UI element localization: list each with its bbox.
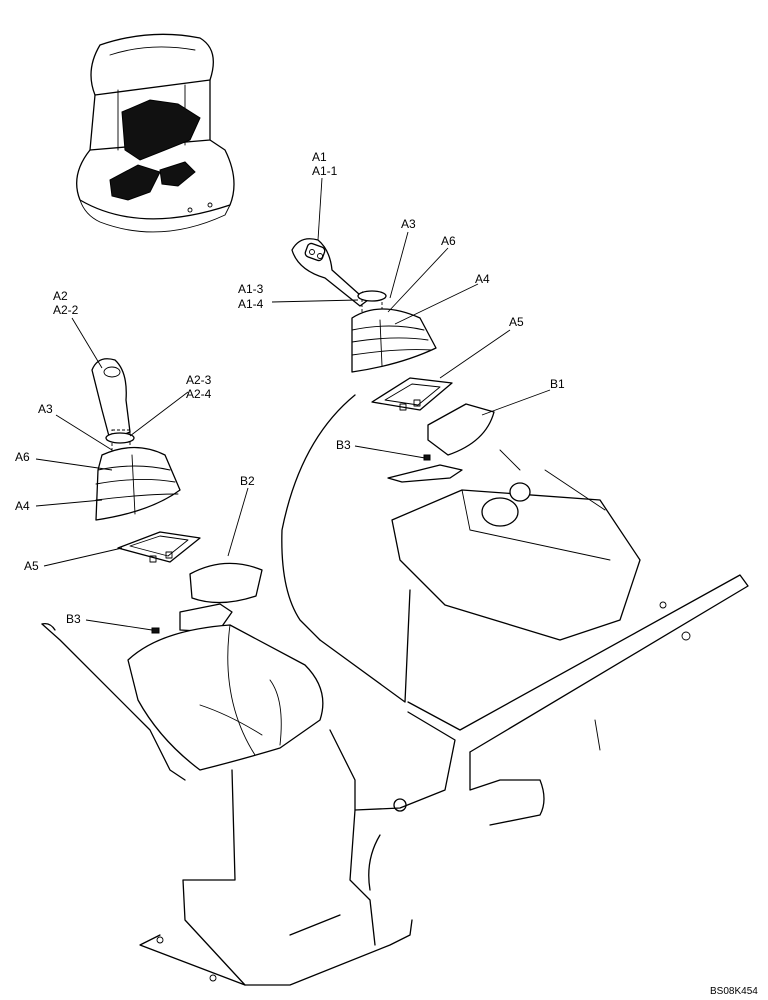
label-b2: B2 [240,474,255,488]
left-boot-plate [117,531,201,563]
label-a5-right: A5 [509,315,524,329]
left-joystick-grip [91,358,131,441]
label-a4-left: A4 [15,499,30,513]
label-a5-left: A5 [24,559,39,573]
label-a1-3: A1-3 [238,282,264,296]
left-fastener-b3 [151,627,160,634]
label-a1-4: A1-4 [238,297,264,311]
left-armrest-pad [189,562,263,604]
label-a6-left: A6 [15,450,30,464]
label-a2-2: A2-2 [53,303,79,317]
label-a2-4: A2-4 [186,387,212,401]
right-armrest-pad [427,403,495,456]
label-a6-right: A6 [441,234,456,248]
right-boot-plate [371,377,453,411]
right-lever-boot [351,308,437,373]
left-joystick-assembly [91,358,201,563]
label-a3-left: A3 [38,402,53,416]
cab-frame [139,574,749,986]
label-a3-right: A3 [401,217,416,231]
left-lever-boot [95,446,181,521]
leader-lines [35,177,551,631]
right-fastener-b3 [423,454,431,461]
right-console [281,394,691,703]
label-a4-right: A4 [475,272,490,286]
label-b3-right: B3 [336,438,351,452]
label-a2-3: A2-3 [186,373,212,387]
left-console-housing [127,624,324,771]
right-joystick-assembly [291,238,453,411]
right-joystick-buttons [304,242,326,262]
label-a1-1: A1-1 [312,164,338,178]
right-lever-collar [357,290,387,302]
drawing-reference: BS08K454 [710,986,758,997]
left-console [41,562,324,781]
label-a2: A2 [53,289,68,303]
label-a1: A1 [312,150,327,164]
label-b3-left: B3 [66,612,81,626]
label-b1: B1 [550,377,565,391]
callout-labels: A1 A1-1 A1-3 A1-4 A3 A6 A4 A5 B1 B3 A2 A… [15,150,565,626]
right-console-housing [391,489,641,641]
left-armrest-bracket [179,603,233,633]
left-lever-collar [105,432,135,444]
cab-location-inset [76,33,235,233]
right-armrest-bracket [387,464,463,483]
right-joystick-grip [291,238,369,307]
